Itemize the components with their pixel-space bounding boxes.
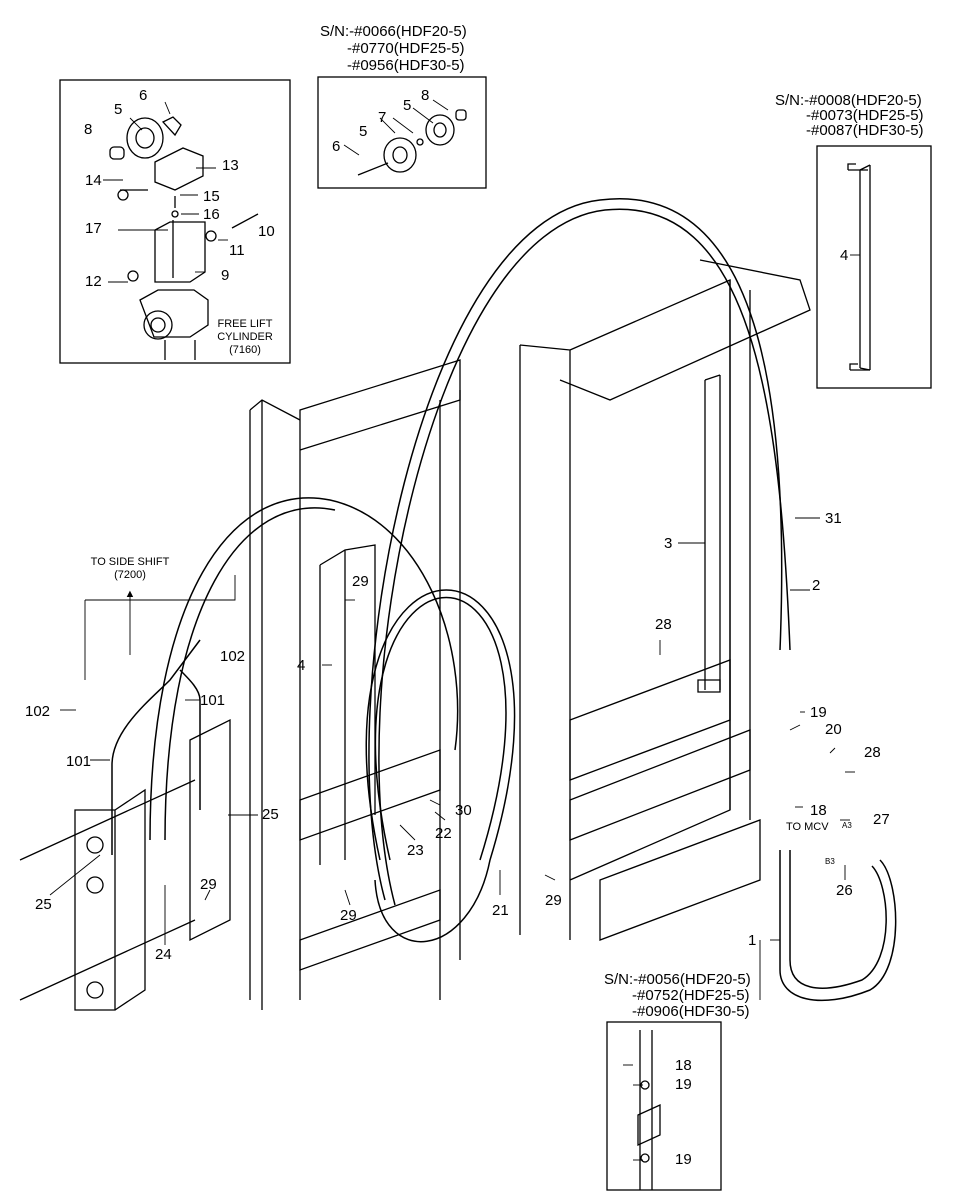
port-b3-label: B3 bbox=[825, 857, 835, 866]
carriage-left bbox=[19, 718, 231, 1011]
callout-6-sheave: 6 bbox=[332, 138, 341, 155]
bracket-part-4 bbox=[847, 163, 871, 371]
callout-5-sheave: 5 bbox=[359, 123, 368, 140]
serial-bottom-right-3: -#0906(HDF30-5) bbox=[632, 1003, 750, 1020]
callout-102-left: 102 bbox=[25, 703, 51, 720]
inset-fitting-parts bbox=[637, 1030, 661, 1190]
callout-23: 23 bbox=[407, 842, 424, 859]
callout-21: 21 bbox=[492, 902, 509, 919]
callout-24: 24 bbox=[155, 946, 172, 963]
callout-29-bottom: 29 bbox=[340, 907, 357, 924]
callout-20: 20 bbox=[825, 721, 842, 738]
callout-16: 16 bbox=[203, 206, 220, 223]
callout-10: 10 bbox=[258, 223, 275, 240]
callout-102-right: 102 bbox=[220, 648, 246, 665]
note-free-lift-line3: (7160) bbox=[229, 344, 261, 356]
callout-2: 2 bbox=[812, 577, 821, 594]
callout-29-right: 29 bbox=[545, 892, 562, 909]
callout-19-inset-b: 19 bbox=[675, 1151, 692, 1168]
callout-28-right: 28 bbox=[864, 744, 881, 761]
callout-4-main: 4 bbox=[297, 657, 306, 674]
serial-top-center-3: -#0956(HDF30-5) bbox=[347, 57, 465, 74]
sheave-parts bbox=[357, 109, 467, 176]
arrow-up-icon: ▲ bbox=[124, 588, 136, 600]
callout-8-sheave: 8 bbox=[421, 87, 430, 104]
mast-frame bbox=[249, 259, 811, 1010]
callout-17: 17 bbox=[85, 220, 102, 237]
callout-15: 15 bbox=[203, 188, 220, 205]
callout-18-main: 18 bbox=[810, 802, 827, 819]
serial-top-center-2: -#0770(HDF25-5) bbox=[347, 40, 465, 57]
callout-8-freelift: 8 bbox=[84, 121, 93, 138]
inset-bracket-box bbox=[816, 145, 932, 389]
inset-sheave-box bbox=[317, 76, 487, 189]
callout-25-left: 25 bbox=[35, 896, 52, 913]
callout-29-left: 29 bbox=[200, 876, 217, 893]
callout-101-left: 101 bbox=[66, 753, 92, 770]
inset-fitting-box bbox=[606, 1021, 722, 1191]
note-side-shift-line2: (7200) bbox=[114, 569, 146, 581]
hose-guide-4 bbox=[319, 544, 376, 865]
callout-12: 12 bbox=[85, 273, 102, 290]
note-free-lift-line1: FREE LIFT bbox=[217, 318, 273, 330]
callout-7: 7 bbox=[378, 109, 387, 126]
callout-19-inset-a: 19 bbox=[675, 1076, 692, 1093]
hoses bbox=[111, 197, 897, 1002]
callout-9: 9 bbox=[221, 267, 230, 284]
callout-4-inset: 4 bbox=[840, 247, 849, 264]
callout-29-top: 29 bbox=[352, 573, 369, 590]
callout-31: 31 bbox=[825, 510, 842, 527]
serial-top-right-1: S/N:-#0008(HDF20-5) bbox=[775, 92, 922, 109]
callout-14: 14 bbox=[85, 172, 102, 189]
callout-1: 1 bbox=[748, 932, 757, 949]
note-to-mcv: TO MCV bbox=[786, 821, 829, 833]
callout-13: 13 bbox=[222, 157, 239, 174]
callout-19-main: 19 bbox=[810, 704, 827, 721]
callout-3: 3 bbox=[664, 535, 673, 552]
port-a3-label: A3 bbox=[842, 821, 852, 830]
free-lift-parts bbox=[109, 116, 259, 360]
serial-bottom-right-2: -#0752(HDF25-5) bbox=[632, 987, 750, 1004]
inset-free-lift-box bbox=[59, 79, 291, 364]
note-free-lift: FREE LIFT CYLINDER (7160) bbox=[210, 318, 280, 357]
callout-18-inset: 18 bbox=[675, 1057, 692, 1074]
callout-101-right: 101 bbox=[200, 692, 226, 709]
callout-28-left: 28 bbox=[655, 616, 672, 633]
callout-11: 11 bbox=[229, 242, 245, 259]
callout-27: 27 bbox=[873, 811, 890, 828]
serial-top-right-3: -#0087(HDF30-5) bbox=[806, 122, 924, 139]
callout-5-sheave-top: 5 bbox=[403, 97, 412, 114]
callout-5-freelift: 5 bbox=[114, 101, 123, 118]
note-side-shift-line1: TO SIDE SHIFT bbox=[90, 556, 170, 568]
note-side-shift: TO SIDE SHIFT (7200) bbox=[70, 556, 190, 582]
callout-30: 30 bbox=[455, 802, 472, 819]
chain-guide-3 bbox=[697, 374, 721, 693]
callout-25-right: 25 bbox=[262, 806, 279, 823]
callout-6-freelift: 6 bbox=[139, 87, 148, 104]
callout-26: 26 bbox=[836, 882, 853, 899]
callout-22: 22 bbox=[435, 825, 452, 842]
serial-top-center-1: S/N:-#0066(HDF20-5) bbox=[320, 23, 467, 40]
note-free-lift-line2: CYLINDER bbox=[217, 331, 273, 343]
serial-top-right-2: -#0073(HDF25-5) bbox=[806, 107, 924, 124]
serial-bottom-right-1: S/N:-#0056(HDF20-5) bbox=[604, 971, 751, 988]
